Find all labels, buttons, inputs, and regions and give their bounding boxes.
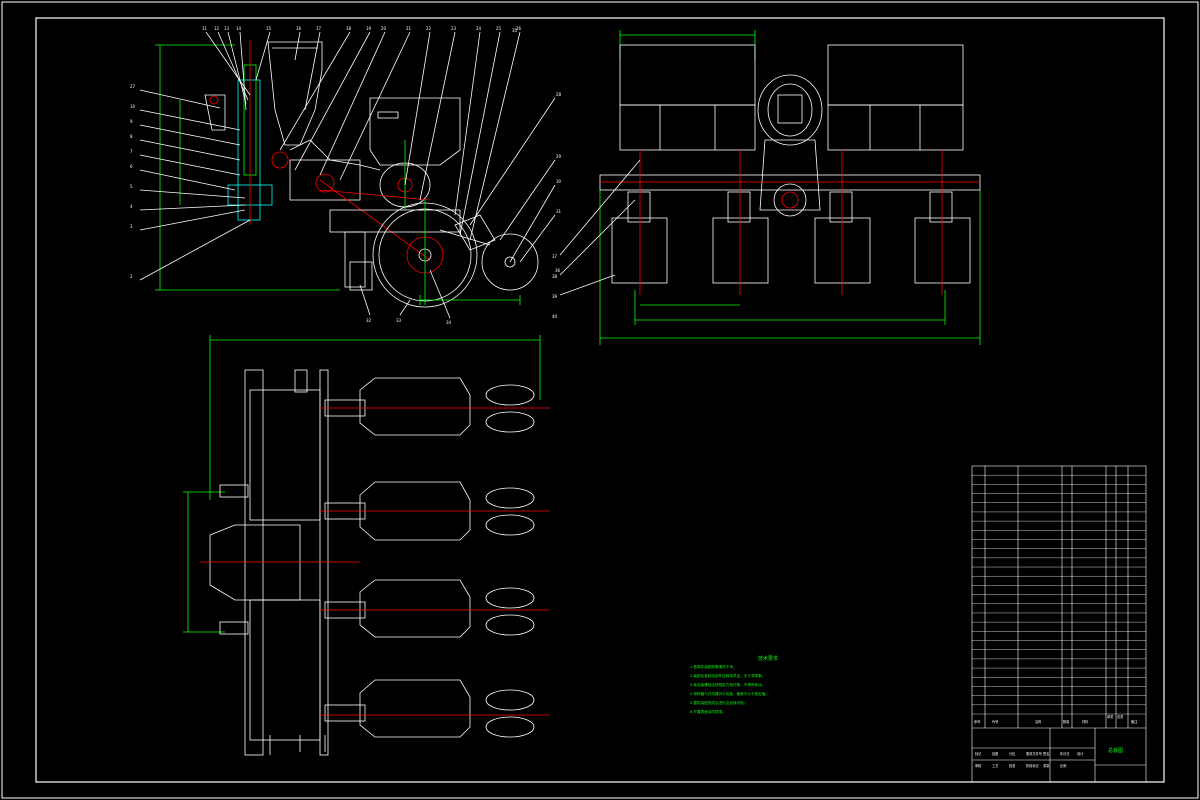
header-no: 序号 (974, 719, 980, 724)
side-view-label: 30 (556, 179, 562, 184)
header-remark: 备注 (1131, 719, 1138, 724)
side-view-label: 28 (556, 92, 562, 97)
side-view-label: 33 (396, 318, 402, 323)
side-view-label: 32 (366, 318, 372, 323)
title-block-label: 签名 (1043, 751, 1049, 756)
balloon-label: 20 (381, 26, 387, 31)
side-view-label: 31 (556, 209, 562, 214)
balloon-label: 2 (130, 274, 133, 279)
header-material: 材料 (1082, 719, 1089, 724)
title-block-label: 比例 (1060, 763, 1066, 768)
title-block-label: 批准 (1009, 763, 1016, 768)
front-view-label: 37 (552, 254, 558, 259)
balloon-label: 18 (346, 26, 352, 31)
balloon-label: 25 (496, 26, 502, 31)
title-block-label: 年月日 (1060, 751, 1070, 756)
balloon-label: 4 (130, 204, 133, 209)
balloon-label: 15 (266, 26, 272, 31)
title-block-label: 阶段标记 (1026, 763, 1040, 768)
balloon-label: 16 (296, 26, 302, 31)
balloon-label: 26 (516, 26, 522, 31)
title-block (971, 465, 1147, 783)
header-qty: 数量 (1063, 719, 1070, 724)
title-block-label: 更改文件号 (1026, 751, 1042, 756)
tech-line-6: 6.外露表面涂防锈漆。 (690, 709, 726, 714)
front-view-label: 40 (552, 314, 558, 319)
balloon-label: 1 (0, 0, 3, 1)
balloon-label: 13 (224, 26, 230, 31)
title-block-text: 序号 代号 名称 数量 材料 单重 总重 备注 总装图 (974, 714, 1138, 754)
balloon-label: 3 (130, 224, 133, 229)
header-name: 名称 (1035, 719, 1042, 724)
balloon-label: 12 (214, 26, 220, 31)
balloon-label: 11 (202, 26, 208, 31)
tech-line-2: 2.装配后各转动部件应转动灵活，无卡滞现象。 (690, 673, 765, 678)
front-view (559, 30, 981, 345)
technical-requirements: 技术要求 1.各零件装配前需清洗干净。 2.装配后各转动部件应转动灵活，无卡滞现… (690, 655, 778, 714)
front-view-label: 38 (552, 274, 558, 279)
side-view-label: 36 (555, 268, 561, 273)
side-view-label: 29 (556, 154, 562, 159)
tech-requirements-title: 技术要求 (758, 655, 778, 662)
balloon-label: 6 (130, 164, 133, 169)
drawing-frame (35, 17, 1165, 783)
side-view (139, 31, 556, 319)
balloon-label: 9 (130, 119, 133, 124)
title-block-label: 处数 (992, 751, 999, 756)
tech-line-3: 3.各连接螺栓应按规定力矩拧紧，不得有松动。 (690, 682, 765, 687)
side-view-label: 35 (512, 28, 518, 33)
header-unit-weight: 单重 (1107, 714, 1114, 719)
side-view-label: 34 (446, 320, 452, 325)
tech-line-4: 4.排种器与开沟器对中安装，偏差不大于规定值。 (690, 691, 769, 696)
balloon-label: 23 (451, 26, 457, 31)
title-block-label: 标记 (975, 751, 982, 756)
balloon-label: 10 (130, 104, 136, 109)
balloon-label: 5 (130, 184, 133, 189)
title-block-label: 设计 (1077, 751, 1084, 756)
bom-rows (972, 474, 1146, 715)
title-block-label: 分区 (1009, 751, 1016, 756)
tech-line-1: 1.各零件装配前需清洗干净。 (690, 664, 737, 669)
balloon-label: 8 (130, 134, 133, 139)
drawing-name: 总装图 (1108, 747, 1123, 754)
balloon-label: 14 (236, 26, 242, 31)
top-view (183, 335, 550, 756)
balloon-label: 7 (130, 149, 133, 154)
balloon-label: 19 (366, 26, 372, 31)
opener-units (611, 150, 971, 295)
balloon-label: 24 (476, 26, 482, 31)
balloon-label: 21 (406, 26, 412, 31)
balloon-label: 27 (130, 84, 136, 89)
header-code: 代号 (992, 719, 998, 724)
header-total-weight: 总重 (1117, 714, 1124, 719)
balloon-label: 22 (426, 26, 432, 31)
front-view-label: 39 (552, 294, 558, 299)
title-block-label: 重量 (1043, 763, 1050, 768)
tech-line-5: 5.整机装配完成后进行空运转试验。 (690, 700, 747, 705)
row-units (320, 377, 550, 738)
title-block-label: 审核 (975, 763, 982, 768)
title-block-label: 工艺 (992, 763, 998, 768)
balloon-label: 17 (316, 26, 322, 31)
